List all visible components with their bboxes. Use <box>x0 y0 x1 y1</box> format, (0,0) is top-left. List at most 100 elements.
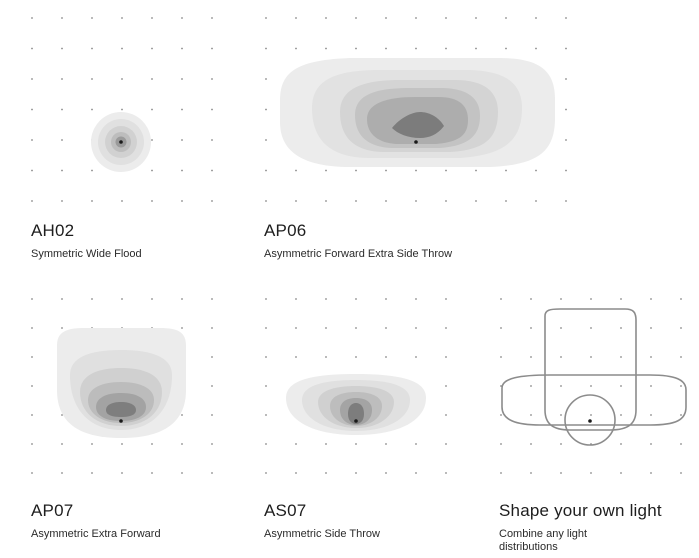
grid-dot <box>91 17 93 19</box>
asymmetric-forward-extra-side-throw-icon <box>265 17 567 202</box>
grid-dot <box>265 414 267 416</box>
grid-dot <box>415 17 417 19</box>
grid-dot <box>325 443 327 445</box>
grid-dot <box>620 472 622 474</box>
grid-dot <box>265 108 267 111</box>
distribution-description: Combine any light distributions <box>499 528 588 553</box>
grid-dot <box>61 47 63 50</box>
grid-dot <box>650 472 652 474</box>
grid-dot <box>355 443 357 445</box>
grid-dot <box>295 356 297 358</box>
grid-dot <box>530 443 532 445</box>
grid-dot <box>91 298 93 300</box>
grid-dot <box>530 356 532 358</box>
grid-dot <box>211 169 213 172</box>
grid-dot <box>121 108 123 111</box>
grid-dot <box>151 108 153 111</box>
grid-dot <box>151 47 153 50</box>
grid-dot <box>530 472 532 474</box>
grid-dot <box>295 169 297 172</box>
grid-dot <box>415 298 417 300</box>
grid-dot <box>61 443 63 445</box>
grid-dot <box>650 414 652 416</box>
grid-dot <box>500 472 502 474</box>
grid-dot <box>265 17 267 19</box>
grid-dot <box>385 298 387 300</box>
grid-dot <box>565 78 567 80</box>
distribution-card-ap07[interactable]: AP07 Asymmetric Extra Forward <box>0 280 240 558</box>
grid-dot <box>445 356 447 358</box>
grid-dot <box>590 298 592 300</box>
grid-dot <box>121 472 123 474</box>
grid-dot <box>385 443 387 445</box>
distribution-card-custom[interactable]: Shape your own light Combine any light d… <box>480 280 699 558</box>
grid-dot <box>295 200 297 202</box>
grid-dot <box>61 327 63 329</box>
grid-dot <box>680 443 682 445</box>
grid-dot <box>265 200 267 202</box>
grid-dot <box>265 169 267 172</box>
grid-dot <box>211 108 213 111</box>
asymmetric-side-throw-icon <box>265 298 447 474</box>
distribution-card-ap06[interactable]: AP06 Asymmetric Forward Extra Side Throw <box>240 0 580 270</box>
grid-dot <box>91 200 93 202</box>
grid-dot <box>500 298 502 300</box>
grid-dot <box>385 47 387 50</box>
grid-dot <box>121 17 123 19</box>
grid-dot <box>445 200 447 202</box>
grid-dot <box>181 108 183 111</box>
distribution-title: Shape your own light <box>499 501 662 520</box>
grid-dot <box>265 385 267 387</box>
grid-dot <box>151 298 153 300</box>
grid-dot <box>500 327 502 329</box>
grid-dot <box>445 169 447 172</box>
grid-dot <box>211 78 213 80</box>
grid-dot <box>650 443 652 445</box>
grid-dot <box>355 200 357 202</box>
grid-dot <box>31 200 33 202</box>
grid-dot <box>91 443 93 445</box>
grid-dot <box>620 414 622 416</box>
grid-dot <box>535 169 537 172</box>
grid-dot <box>181 169 183 172</box>
distribution-description: Asymmetric Forward Extra Side Throw <box>264 248 453 260</box>
grid-dot <box>560 472 562 474</box>
grid-dot <box>61 108 63 111</box>
distribution-description: Asymmetric Extra Forward <box>31 528 161 540</box>
grid-dot <box>620 298 622 300</box>
grid-dot <box>265 472 267 474</box>
grid-dot <box>530 385 532 387</box>
grid-dot <box>295 443 297 445</box>
grid-dot <box>211 443 213 445</box>
grid-dot <box>211 47 213 50</box>
grid-dot <box>530 414 532 416</box>
grid-dot <box>31 414 33 416</box>
grid-dot <box>445 298 447 300</box>
distribution-card-ah02[interactable]: AH02 Symmetric Wide Flood <box>0 0 240 270</box>
grid-dot <box>265 327 267 329</box>
grid-dot <box>325 327 327 329</box>
grid-dot <box>500 356 502 358</box>
grid-dot <box>650 356 652 358</box>
grid-dot <box>445 414 447 416</box>
grid-dot <box>211 298 213 300</box>
grid-dot <box>530 327 532 329</box>
grid-dot <box>91 78 93 80</box>
grid-dot <box>445 385 447 387</box>
grid-dot <box>181 443 183 445</box>
grid-dot <box>91 169 93 172</box>
grid-dot <box>505 200 507 202</box>
grid-dot <box>475 200 477 202</box>
grid-dot <box>680 385 682 387</box>
grid-dot <box>295 17 297 19</box>
grid-dot <box>211 17 213 19</box>
grid-dot <box>265 298 267 300</box>
grid-dot <box>355 472 357 474</box>
distribution-card-as07[interactable]: AS07 Asymmetric Side Throw <box>240 280 480 558</box>
grid-dot <box>590 472 592 474</box>
grid-dot <box>31 78 33 80</box>
grid-dot <box>650 298 652 300</box>
grid-dot <box>560 443 562 445</box>
grid-dot <box>505 17 507 19</box>
grid-dot <box>181 298 183 300</box>
